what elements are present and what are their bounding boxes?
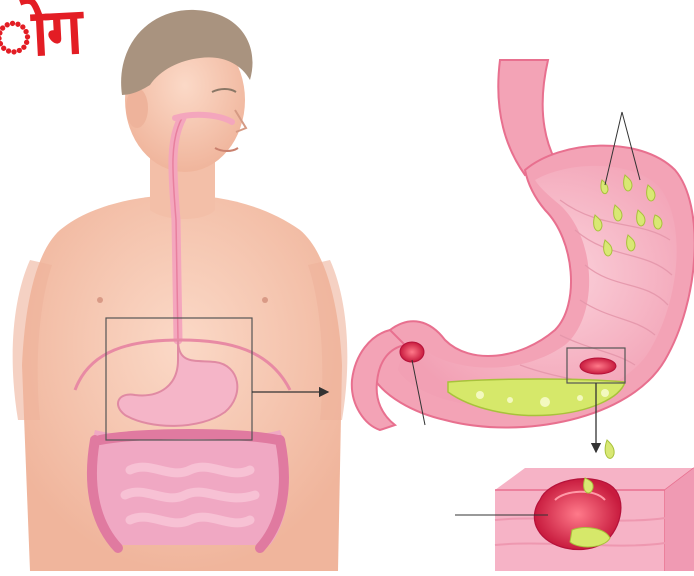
- page-title: ोग: [0, 0, 82, 70]
- intestines: [91, 430, 289, 548]
- ulcer-stomach: [580, 358, 616, 374]
- stomach-large: [352, 60, 694, 430]
- human-figure: [13, 10, 348, 571]
- ulcer-pylorus: [400, 342, 424, 362]
- tissue-cross-section: [455, 468, 694, 571]
